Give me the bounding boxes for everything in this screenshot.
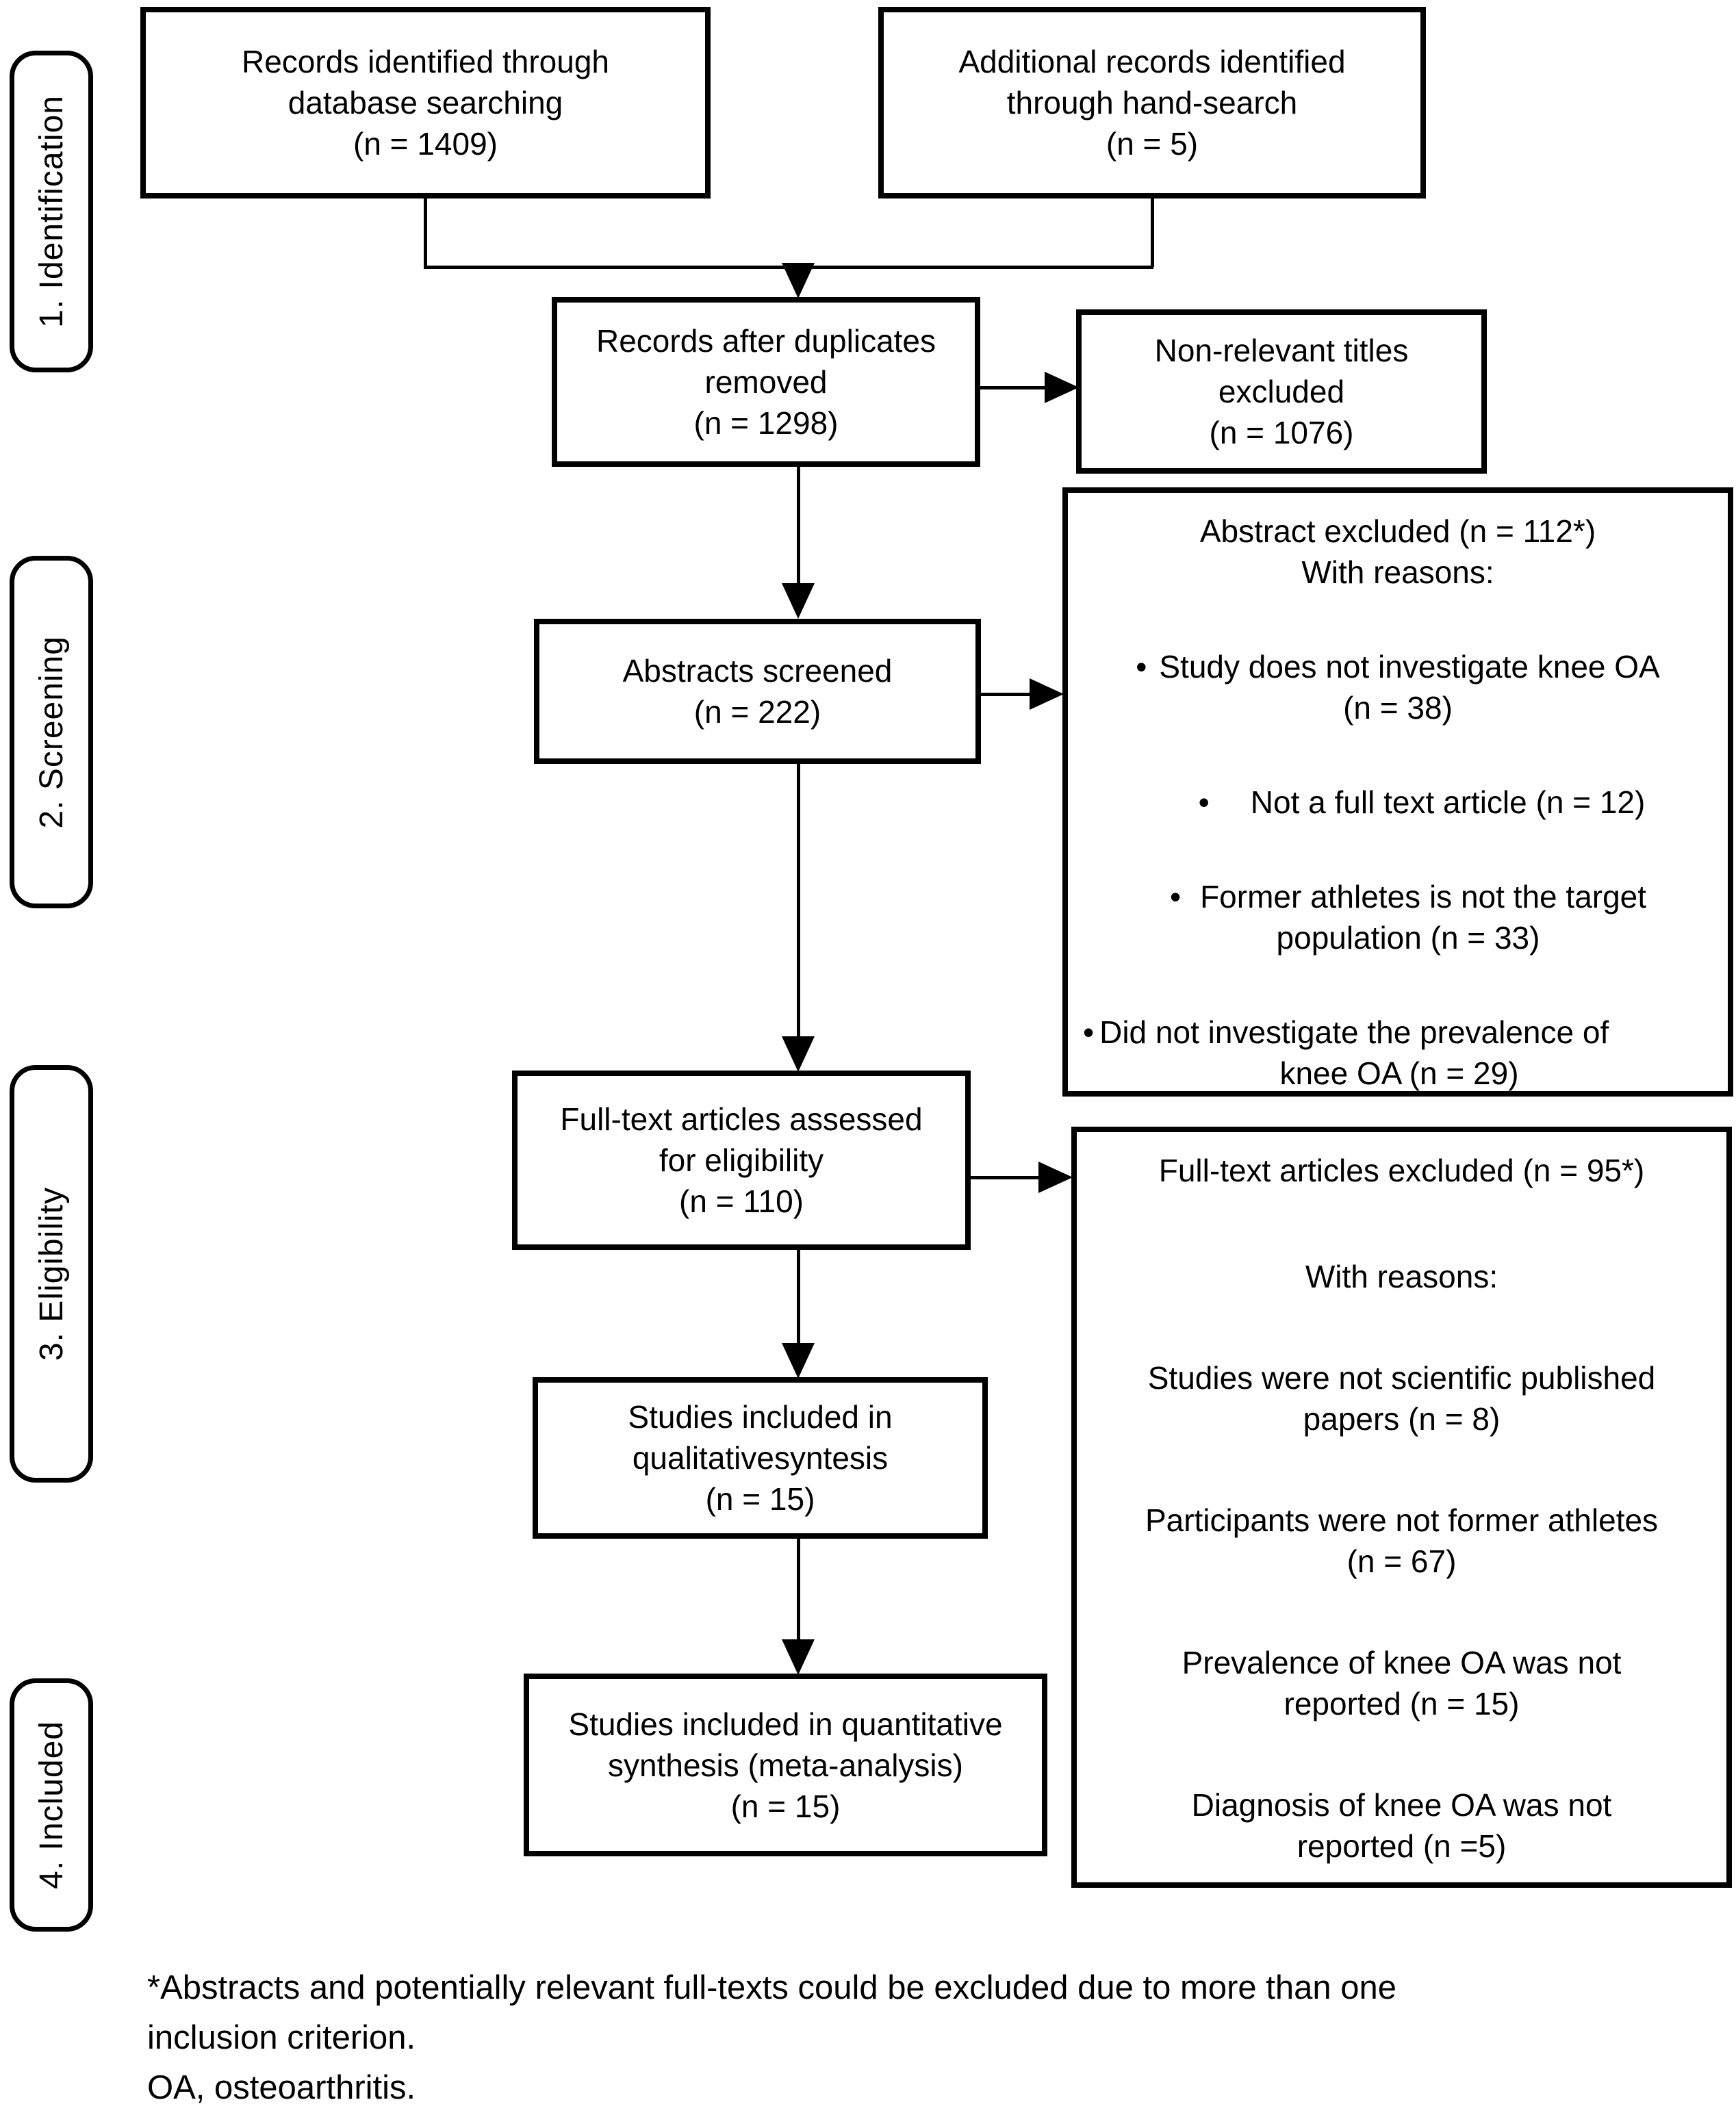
- arrowhead-into-quantitative-icon: [782, 1639, 815, 1675]
- bullet-icon: •: [1083, 1014, 1095, 1050]
- bullet-icon: •: [1136, 649, 1147, 684]
- box-line: Full-text articles assessed: [560, 1101, 923, 1137]
- box-line: excluded: [1218, 374, 1345, 409]
- box-line: (n = 15): [705, 1481, 815, 1517]
- arrowhead-into-abstracts-icon: [782, 583, 815, 619]
- box-line: (n = 110): [679, 1183, 804, 1219]
- box-line: synthesis (meta-analysis): [608, 1747, 963, 1783]
- connector-duplicates-down: [797, 467, 800, 586]
- box-line: Studies included in: [628, 1399, 893, 1435]
- box-abstract-excluded: Abstract excluded (n = 112*) With reason…: [1062, 487, 1733, 1097]
- connector-dbsearch-down: [424, 199, 427, 267]
- stage-included-label: 4. Included: [33, 1721, 70, 1889]
- box-line: for eligibility: [659, 1142, 824, 1178]
- box-duplicates-removed: Records after duplicates removed (n = 12…: [552, 297, 980, 467]
- arrowhead-into-fulltext-excluded-icon: [1038, 1162, 1073, 1193]
- abstract-excluded-item: •Former athletes is not the target popul…: [1169, 879, 1647, 956]
- connector-abstracts-down: [797, 764, 800, 1039]
- fulltext-excluded-reason: Studies were not scientific published pa…: [1147, 1360, 1656, 1437]
- box-line: through hand-search: [1006, 85, 1298, 120]
- box-line: (n = 15): [730, 1788, 841, 1824]
- box-line: Studies included in quantitative: [568, 1706, 1003, 1742]
- footnote-abbreviation: OA, osteoarthritis.: [147, 2069, 416, 2106]
- box-titles-excluded: Non-relevant titles excluded (n = 1076): [1076, 309, 1487, 474]
- box-fulltext-excluded: Full-text articles excluded (n = 95*) Wi…: [1071, 1127, 1732, 1888]
- footnote: *Abstracts and potentially relevant full…: [147, 1963, 1681, 2113]
- box-qualitative-synthesis: Studies included in qualitativesyntesis …: [533, 1377, 988, 1539]
- box-line: (n = 5): [1106, 126, 1199, 162]
- fulltext-excluded-reason: Participants were not former athletes (n…: [1145, 1502, 1659, 1579]
- box-additional-records: Additional records identified through ha…: [878, 7, 1426, 199]
- stage-screening: 2. Screening: [10, 556, 93, 908]
- abstract-excluded-subtitle: With reasons:: [1301, 554, 1494, 590]
- stage-eligibility-label: 3. Eligibility: [33, 1186, 70, 1361]
- arrowhead-into-duplicates-icon: [782, 263, 815, 298]
- box-line: Additional records identified: [958, 44, 1346, 79]
- box-line: (n = 222): [693, 694, 821, 730]
- box-quantitative-synthesis: Studies included in quantitative synthes…: [524, 1674, 1047, 1856]
- fulltext-excluded-title: Full-text articles excluded (n = 95*): [1158, 1153, 1645, 1188]
- footnote-asterisk-line1: *Abstracts and potentially relevant full…: [147, 1969, 1396, 2006]
- fulltext-excluded-reason: Prevalence of knee OA was not reported (…: [1182, 1645, 1622, 1721]
- stage-identification-label: 1. Identification: [33, 95, 70, 328]
- box-line: (n = 1409): [353, 126, 498, 162]
- box-line: Records after duplicates: [596, 323, 936, 359]
- abstract-excluded-item: •Study does not investigate knee OA (n =…: [1136, 649, 1660, 726]
- arrowhead-into-abstract-excluded-icon: [1030, 678, 1064, 710]
- arrowhead-into-fulltext-icon: [782, 1036, 815, 1072]
- footnote-asterisk-line2: inclusion criterion.: [147, 2019, 416, 2056]
- box-line: (n = 1076): [1209, 415, 1354, 450]
- stage-eligibility: 3. Eligibility: [10, 1065, 93, 1483]
- connector-fulltext-to-excluded: [971, 1176, 1042, 1179]
- stage-included: 4. Included: [10, 1678, 93, 1932]
- box-line: (n = 1298): [693, 405, 839, 441]
- box-line: Abstracts screened: [622, 653, 893, 689]
- connector-handsearch-down: [1151, 199, 1154, 267]
- box-fulltext-assessed: Full-text articles assessed for eligibil…: [512, 1071, 971, 1250]
- box-line: Non-relevant titles: [1154, 333, 1409, 368]
- box-line: database searching: [288, 85, 563, 120]
- box-records-identified: Records identified through database sear…: [140, 7, 711, 199]
- fulltext-excluded-reason: Diagnosis of knee OA was not reported (n…: [1191, 1787, 1612, 1864]
- abstract-excluded-title: Abstract excluded (n = 112*): [1199, 513, 1596, 549]
- connector-qualitative-down: [797, 1539, 800, 1643]
- fulltext-excluded-subtitle: With reasons:: [1305, 1259, 1498, 1294]
- arrowhead-into-qualitative-icon: [782, 1343, 815, 1379]
- box-line: qualitativesyntesis: [632, 1440, 889, 1476]
- stage-screening-label: 2. Screening: [33, 635, 70, 829]
- stage-identification: 1. Identification: [10, 51, 93, 372]
- box-line: removed: [704, 364, 828, 400]
- bullet-icon: •: [1198, 784, 1210, 820]
- box-line: Records identified through: [242, 44, 609, 79]
- box-abstracts-screened: Abstracts screened (n = 222): [534, 619, 981, 764]
- connector-fulltext-down: [797, 1250, 800, 1346]
- abstract-excluded-item: •Not a full text article (n = 12): [1198, 784, 1646, 820]
- connector-abstracts-to-excluded: [981, 693, 1033, 696]
- arrowhead-into-titles-excluded-icon: [1045, 372, 1079, 403]
- abstract-excluded-item: •Did not investigate the prevalence of k…: [1083, 1014, 1609, 1091]
- connector-duplicates-to-titles: [980, 386, 1049, 389]
- bullet-icon: •: [1169, 879, 1182, 914]
